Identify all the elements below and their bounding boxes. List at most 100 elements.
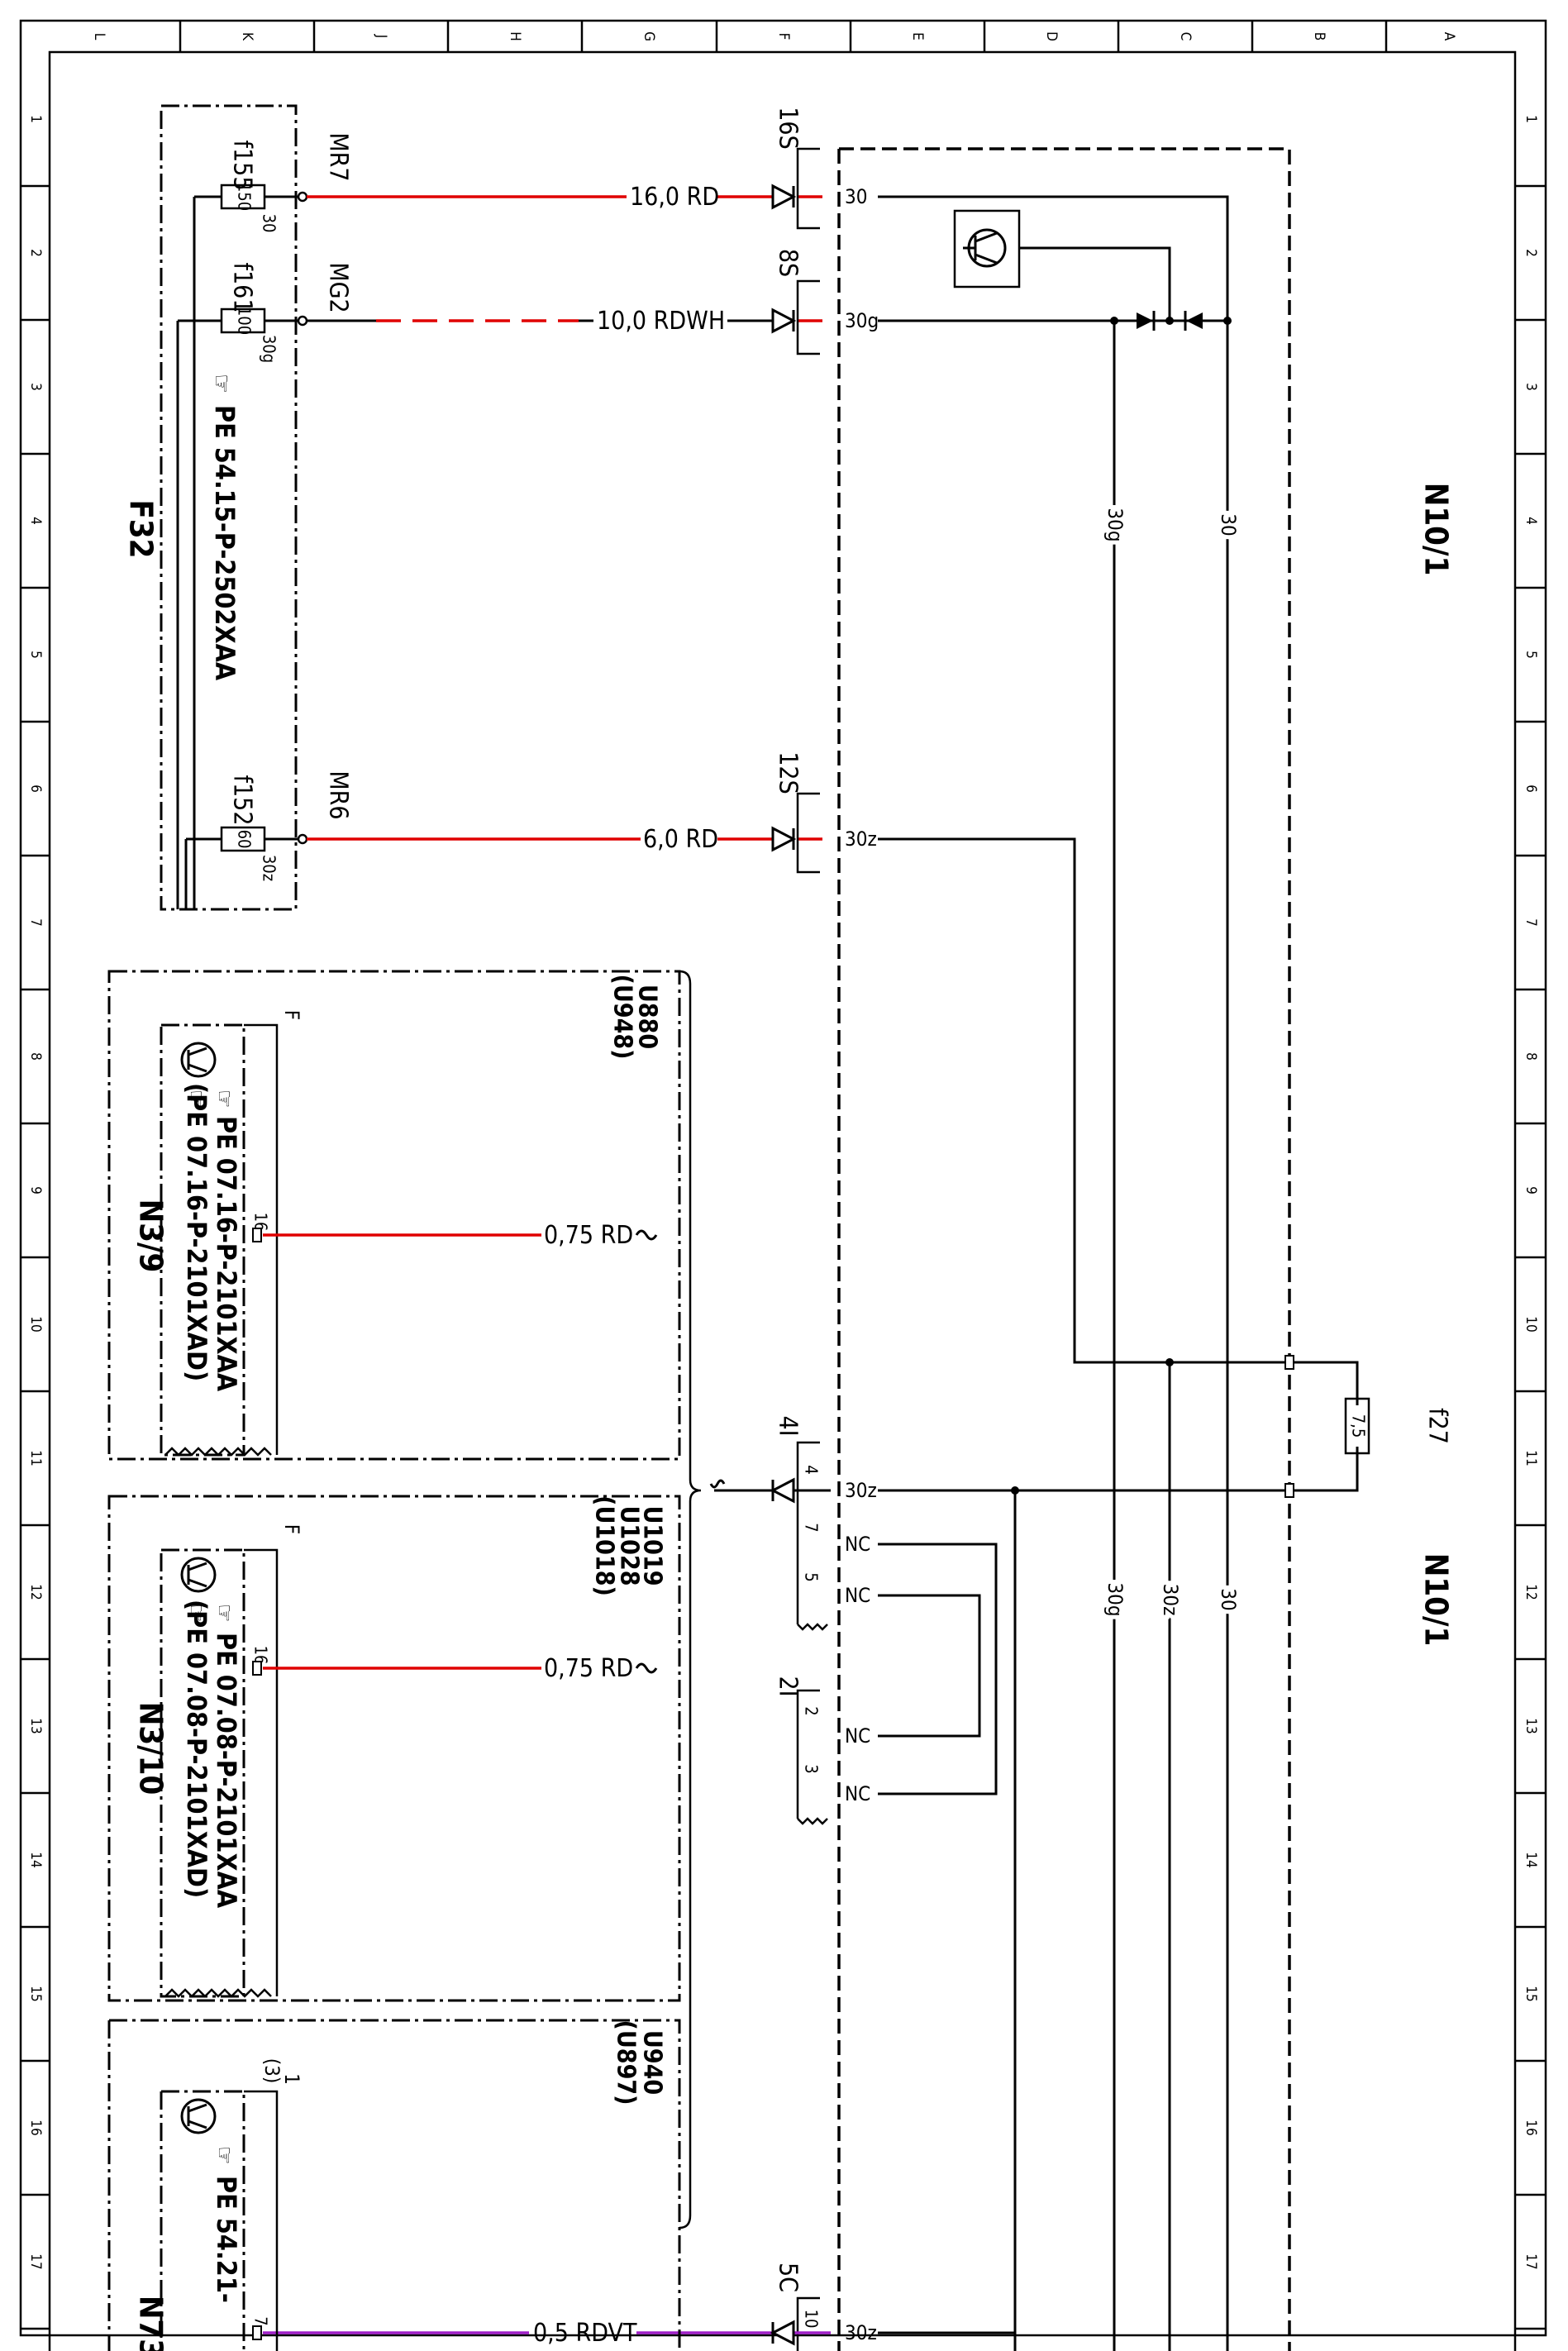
fuse-f27 xyxy=(1344,1397,1370,1455)
pe-reference: PE 07.16-P-2101XAA xyxy=(211,1116,242,1392)
terminal-label: NC xyxy=(845,1724,870,1748)
hand-icon: ☞ xyxy=(211,2146,238,2165)
column-label: B xyxy=(1311,32,1327,41)
pe-reference: PE 54.21- xyxy=(211,2176,242,2303)
variant-code: (U1018) xyxy=(590,1495,619,1596)
row-number: 14 xyxy=(1523,1852,1539,1867)
wire-label: 16,0 RD xyxy=(630,183,719,212)
column-ruler: L K J H G F E D C B A xyxy=(91,21,1457,52)
row-number: 16 xyxy=(27,2120,44,2135)
row-number: 16 xyxy=(1523,2120,1539,2135)
row-number: 4 xyxy=(1523,517,1539,525)
fuse-amp: 100 xyxy=(235,307,255,335)
transistor-icon xyxy=(180,1042,217,1078)
transistor-icon xyxy=(180,1557,217,1593)
corner-label: F xyxy=(280,1010,303,1020)
wire-label: 10,0 RDWH xyxy=(597,307,725,336)
variant-code: (U948) xyxy=(608,975,637,1060)
pin-number: 4 xyxy=(802,1465,822,1474)
variant-code: U940 xyxy=(638,2030,667,2095)
corner-label: F xyxy=(280,1524,303,1534)
fuse-id: f155 xyxy=(228,141,257,191)
module-name: N10/1 xyxy=(1418,1553,1455,1646)
group-bracket xyxy=(679,970,702,2229)
wire-label: 6,0 RD xyxy=(643,825,718,854)
bus-label: 30g xyxy=(1103,1582,1127,1616)
row-number: 2 xyxy=(27,249,44,257)
transistor-icon xyxy=(180,2098,217,2134)
fuse-amp: 150 xyxy=(235,183,255,211)
fuse-box-f32: 150 f155 30 MR7 100 f161 30g MG2 60 f152… xyxy=(123,104,353,911)
sub-unit-name: N3/10 xyxy=(133,1702,169,1795)
connector-4i: 4I 4 7 5 30z NC NC xyxy=(709,1415,998,1795)
variant-code: U1028 xyxy=(615,1505,644,1586)
terminal-label: 30z xyxy=(845,2321,877,2344)
row-number: 17 xyxy=(1523,2253,1539,2269)
pe-reference: PE 54.15-P-2502XAA xyxy=(209,405,241,681)
pin-number: 7 xyxy=(251,2316,271,2325)
hand-icon: ☞ xyxy=(207,374,236,393)
column-label: F xyxy=(775,33,792,41)
row-number: 14 xyxy=(27,1852,44,1867)
corner-label: (3) xyxy=(260,2058,284,2084)
terminal-label: 30z xyxy=(845,827,877,851)
row-number: 11 xyxy=(1523,1450,1539,1466)
row-number: 10 xyxy=(1523,1316,1539,1332)
pin-number: 10 xyxy=(802,2310,822,2329)
fuse-terminal: 30g xyxy=(260,335,279,363)
pe-reference: (PE 07.16-P-2101XAD) xyxy=(181,1083,212,1381)
fuse-amp: 60 xyxy=(235,830,255,849)
terminal-label: NC xyxy=(845,1533,870,1556)
fuse-terminal: 30 xyxy=(260,214,279,233)
module-n10-1: N10/1 N10/1 30g 30 xyxy=(837,147,1455,2351)
column-label: K xyxy=(239,32,255,41)
variant-code: U880 xyxy=(633,985,662,1049)
column-label: H xyxy=(507,31,523,41)
row-number: 13 xyxy=(1523,1718,1539,1733)
connector-label: MR7 xyxy=(324,132,353,181)
pe-reference: (PE 07.08-P-2101XAD) xyxy=(181,1600,212,1898)
row-number: 1 xyxy=(1523,115,1539,123)
sub-unit-n3-10: U1019 U1028 (U1018) F ☞ ☞ PE 07.08-P-210… xyxy=(107,1495,681,2002)
hand-icon: ☞ xyxy=(211,1090,238,1109)
wire-label: 0,75 RD xyxy=(544,1221,633,1250)
row-number: 5 xyxy=(27,651,44,659)
hand-icon: ☞ xyxy=(183,1090,210,1109)
column-label: C xyxy=(1177,32,1194,41)
row-number: 5 xyxy=(1523,651,1539,659)
pin-number: 2 xyxy=(802,1706,822,1715)
variant-code: (U897) xyxy=(612,2020,641,2105)
transistor-icon xyxy=(963,228,1007,268)
row-number: 7 xyxy=(1523,918,1539,927)
wire-label: 0,5 RDVT xyxy=(533,2319,637,2348)
connector-label: 4I xyxy=(774,1415,803,1436)
inner-frame xyxy=(48,50,1517,2351)
pin-number: 16 xyxy=(251,1646,271,1665)
row-number: 9 xyxy=(1523,1186,1539,1195)
hand-icon: ☞ xyxy=(183,1604,210,1623)
row-number: 15 xyxy=(27,1986,44,2001)
wire-label: 0,75 RD xyxy=(544,1654,633,1683)
pin-label: 16S xyxy=(774,107,803,149)
terminal-label: NC xyxy=(845,1584,870,1607)
terminal-label: NC xyxy=(845,1782,870,1805)
pe-reference: PE 07.08-P-2101XAA xyxy=(211,1633,242,1909)
column-label: J xyxy=(373,34,389,39)
row-number: 8 xyxy=(27,1052,44,1061)
hand-icon: ☞ xyxy=(211,1604,238,1623)
bus-label: 30 xyxy=(1217,513,1240,536)
row-number: 3 xyxy=(27,383,44,391)
column-label: A xyxy=(1441,32,1457,41)
column-label: L xyxy=(91,33,107,41)
row-number: 6 xyxy=(1523,784,1539,793)
column-label: E xyxy=(909,32,926,41)
connector-label: MR6 xyxy=(324,770,353,819)
row-number: 10 xyxy=(27,1316,44,1332)
corner-label: 1 xyxy=(280,2073,303,2085)
module-name: N10/1 xyxy=(1418,483,1455,575)
row-number: 3 xyxy=(1523,383,1539,391)
row-number: 6 xyxy=(27,784,44,793)
pin-number: 16 xyxy=(251,1213,271,1232)
